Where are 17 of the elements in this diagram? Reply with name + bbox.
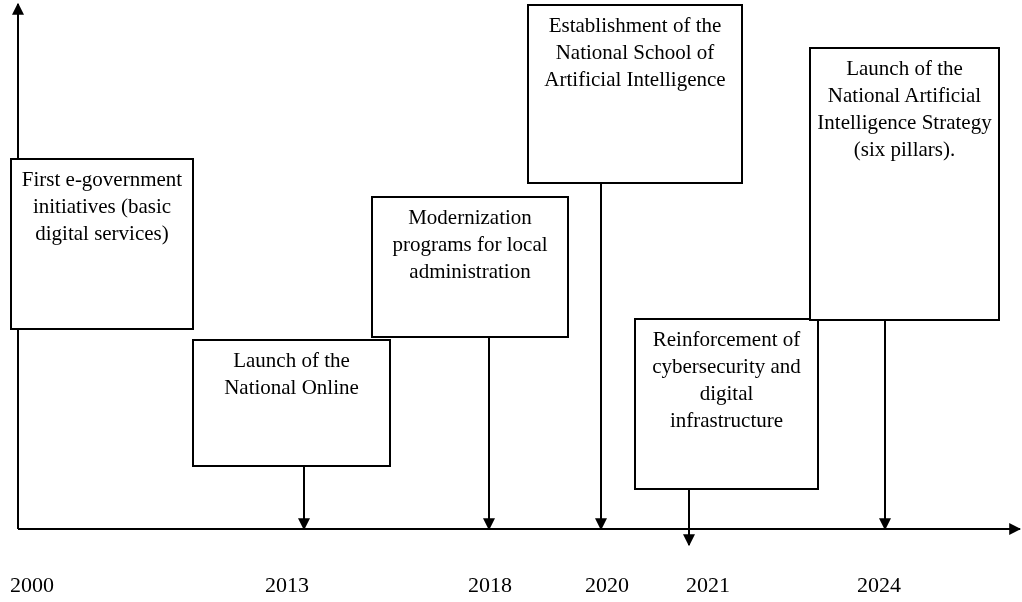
arrow — [879, 320, 891, 531]
event-box: Launch of the National Online — [192, 339, 391, 467]
event-box: Establishment of the National School of Artificial Intelligence — [527, 4, 743, 184]
year-label: 2018 — [468, 572, 512, 598]
arrow — [298, 466, 310, 531]
event-box: First e-government initiatives (basic digital services) — [10, 158, 194, 330]
year-label: 2020 — [585, 572, 629, 598]
event-box: Reinforcement of cybersecurity and digital infrastructure — [634, 318, 819, 490]
year-label: 2000 — [10, 572, 54, 598]
year-label: 2024 — [857, 572, 901, 598]
year-label: 2021 — [686, 572, 730, 598]
arrow — [683, 489, 695, 547]
event-box: Launch of the National Artificial Intelligence Strategy (six pillars). — [809, 47, 1000, 321]
arrow — [595, 183, 607, 531]
arrow — [483, 337, 495, 531]
year-label: 2013 — [265, 572, 309, 598]
event-box: Modernization programs for local administration — [371, 196, 569, 338]
